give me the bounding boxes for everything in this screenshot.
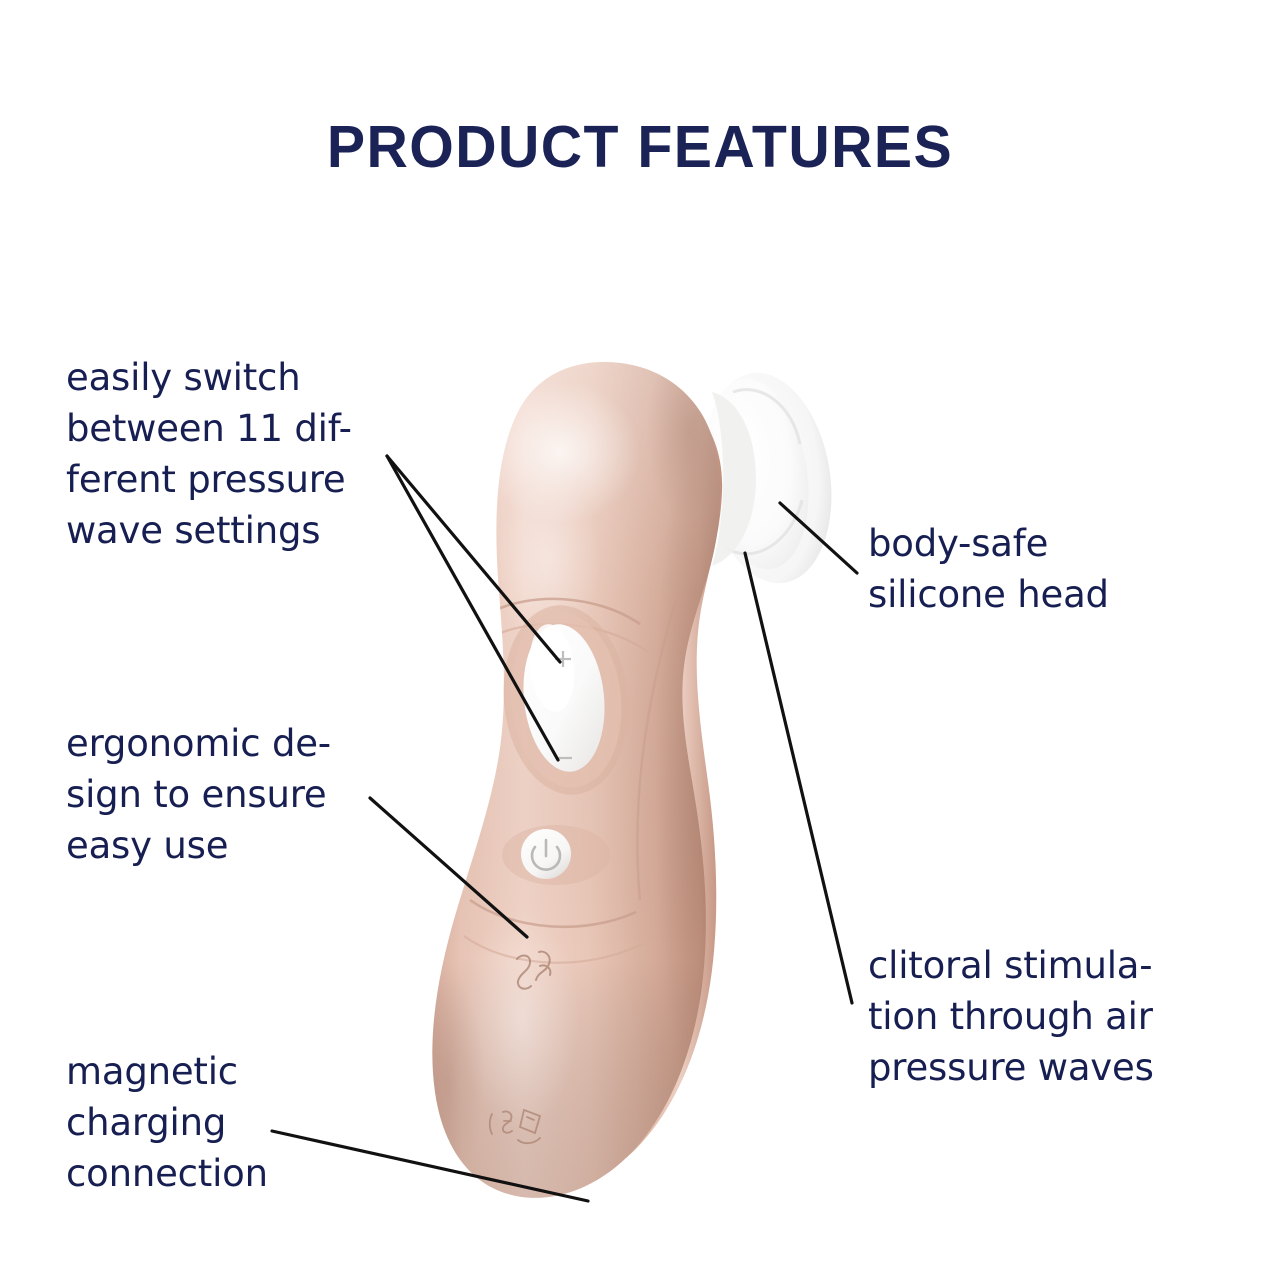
callout-ergonomic: ergonomic de- sign to ensure easy use [66, 718, 331, 871]
page-title: PRODUCT FEATURES [326, 114, 954, 180]
callout-line: tion through air [868, 995, 1153, 1038]
callout-line: easily switch [66, 356, 301, 399]
power-icon [530, 838, 562, 871]
callout-line: silicone head [868, 573, 1109, 616]
callout-line: ergonomic de- [66, 722, 331, 765]
callout-magnetic: magnetic charging connection [66, 1046, 268, 1199]
callout-pressure-settings: easily switch between 11 dif- ferent pre… [66, 352, 352, 556]
callout-line: magnetic [66, 1050, 238, 1093]
callout-line: wave settings [66, 509, 321, 552]
callout-line: body-safe [868, 522, 1049, 565]
callout-line: sign to ensure [66, 773, 327, 816]
callout-line: clitoral stimula- [868, 944, 1153, 987]
callout-line: between 11 dif- [66, 407, 352, 450]
callout-line: connection [66, 1152, 268, 1195]
callout-line: ferent pressure [66, 458, 346, 501]
callout-line: easy use [66, 824, 229, 867]
brand-monogram-emboss [516, 950, 552, 990]
power-button[interactable] [502, 825, 610, 885]
callout-silicone-head: body-safe silicone head [868, 518, 1109, 620]
callout-line: charging [66, 1101, 227, 1144]
callout-line: pressure waves [868, 1046, 1154, 1089]
callout-clitoral: clitoral stimula- tion through air press… [868, 940, 1154, 1093]
